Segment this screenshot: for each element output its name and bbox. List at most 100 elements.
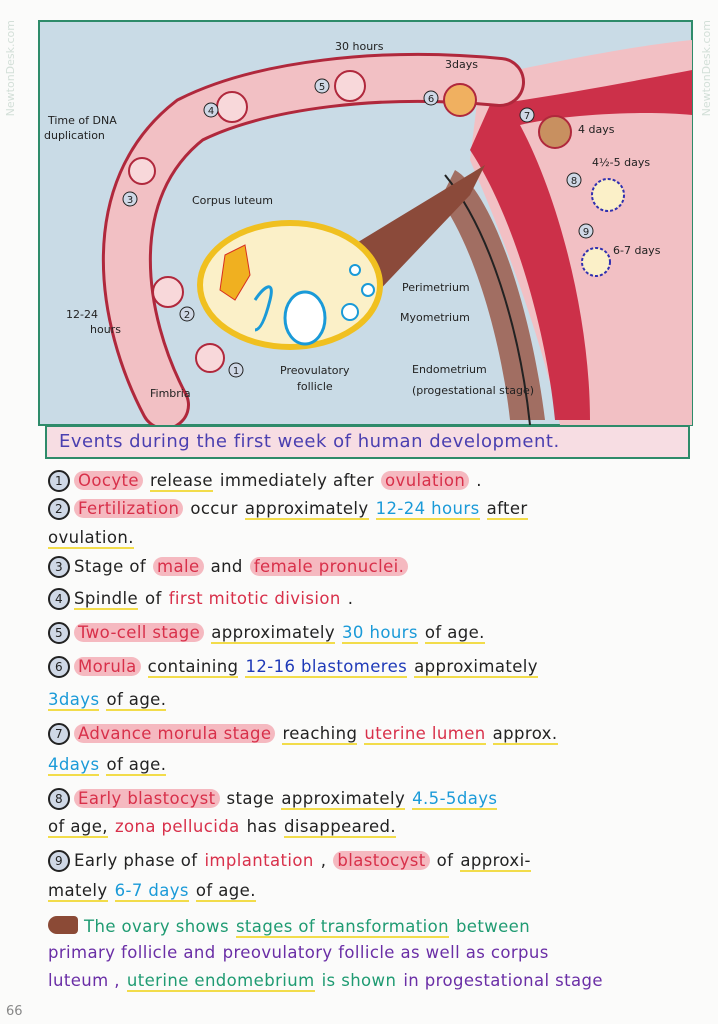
event-text: , [320, 851, 327, 870]
stage-number-7: 7 [519, 107, 535, 123]
event-number: 4 [48, 588, 70, 610]
event-text: 6-7 days [114, 881, 189, 902]
event-number: 1 [48, 470, 70, 492]
note-text: preovulatory follicle as well as corpus [222, 943, 549, 962]
label-myometrium: Myometrium [400, 311, 470, 324]
stage-number-1: 1 [228, 362, 244, 378]
event-number: 6 [48, 656, 70, 678]
event-text: 12-16 blastomeres [245, 657, 408, 678]
event-text: release [149, 471, 213, 492]
event-text: and [210, 557, 243, 576]
stage-number-9: 9 [578, 223, 594, 239]
event-text: of [436, 851, 454, 870]
event-number: 7 [48, 723, 70, 745]
event-text: after [486, 499, 528, 520]
fertilization [152, 276, 184, 308]
label-fimbria: Fimbria [150, 387, 191, 400]
label-4-days: 4 days [578, 123, 615, 136]
note-text: luteum , [48, 971, 120, 990]
label-preovulatory: Preovulatory [280, 364, 350, 377]
stage-number-2: 2 [179, 306, 195, 322]
label-follicle: follicle [297, 380, 333, 393]
label-hours: hours [90, 323, 121, 336]
watermark: NewtonDesk.com [4, 20, 17, 117]
event-text: stage [226, 789, 275, 808]
event-text: 4days [48, 755, 100, 776]
event-text: Early phase of [74, 851, 198, 870]
event-text: 4.5-5days [412, 789, 498, 810]
watermark: NewtonDesk.com [700, 20, 713, 117]
event-text: occur [190, 499, 238, 518]
event-text: approx. [492, 724, 558, 745]
page-number: 66 [6, 1004, 23, 1019]
event-text: 30 hours [342, 623, 418, 644]
stage-number-3: 3 [122, 191, 138, 207]
event-text: zona pellucida [114, 817, 240, 836]
stage-number-text: 2 [184, 310, 190, 321]
morula [443, 83, 477, 117]
stage-number-text: 9 [583, 227, 589, 238]
event-line: 3days of age. [48, 690, 173, 711]
event-line: ovulation. [48, 528, 141, 549]
stage-number-8: 8 [566, 172, 582, 188]
fallopian-tube [104, 55, 522, 427]
event-text: ovulation [381, 471, 470, 490]
event-number: 5 [48, 622, 70, 644]
label-progestational: (progestational stage) [412, 384, 534, 397]
note-text: stages of transformation [235, 917, 449, 938]
event-number: 9 [48, 850, 70, 872]
stage-number-text: 1 [233, 366, 239, 377]
label-endometrium: Endometrium [412, 363, 487, 376]
event-text: . [347, 589, 354, 608]
event-number: 2 [48, 498, 70, 520]
advanced-morula [538, 115, 572, 149]
page-title: Events during the first week of human de… [45, 425, 690, 459]
event-text: Stage of [74, 557, 147, 576]
event-text: of age. [106, 690, 167, 711]
event-text: female pronuclei. [249, 557, 409, 576]
follicle [341, 303, 359, 321]
label-4-5-days: 4½-5 days [592, 156, 650, 169]
stage-number-text: 4 [208, 106, 214, 117]
event-text: approximately [281, 789, 406, 810]
event-text: has [246, 817, 277, 836]
early-blastocyst [591, 178, 625, 212]
event-text: first mitotic division [168, 589, 341, 608]
corpus-luteum [219, 244, 251, 301]
event-text: 3days [48, 690, 100, 711]
event-number: 3 [48, 556, 70, 578]
stage-number-4: 4 [203, 102, 219, 118]
event-text: Fertilization [74, 499, 184, 518]
event-text: male [153, 557, 204, 576]
spindle [216, 91, 248, 123]
stage-number-6: 6 [423, 90, 439, 106]
fallopian-tube-diagram: 1 2 3 4 5 6 7 8 9 30 hours 3days 4 days … [38, 20, 693, 430]
event-text: Morula [74, 657, 141, 676]
stage-number-text: 6 [428, 94, 434, 105]
oocyte [195, 343, 225, 373]
implanting-blastocyst [581, 247, 611, 277]
event-text: Advance morula stage [74, 724, 276, 743]
note-text: uterine endomebrium [126, 971, 315, 992]
label-corpus-luteum: Corpus luteum [192, 194, 273, 207]
event-text: immediately after [219, 471, 375, 490]
two-cell [334, 70, 366, 102]
event-text: blastocyst [333, 851, 430, 870]
pointing-hand-icon [48, 916, 78, 934]
note-text: in progestational stage [403, 971, 603, 990]
pronuclei [128, 157, 156, 185]
event-text: 12-24 hours [375, 499, 480, 520]
label-30-hours: 30 hours [335, 40, 384, 53]
note-text: The ovary shows [84, 917, 229, 936]
